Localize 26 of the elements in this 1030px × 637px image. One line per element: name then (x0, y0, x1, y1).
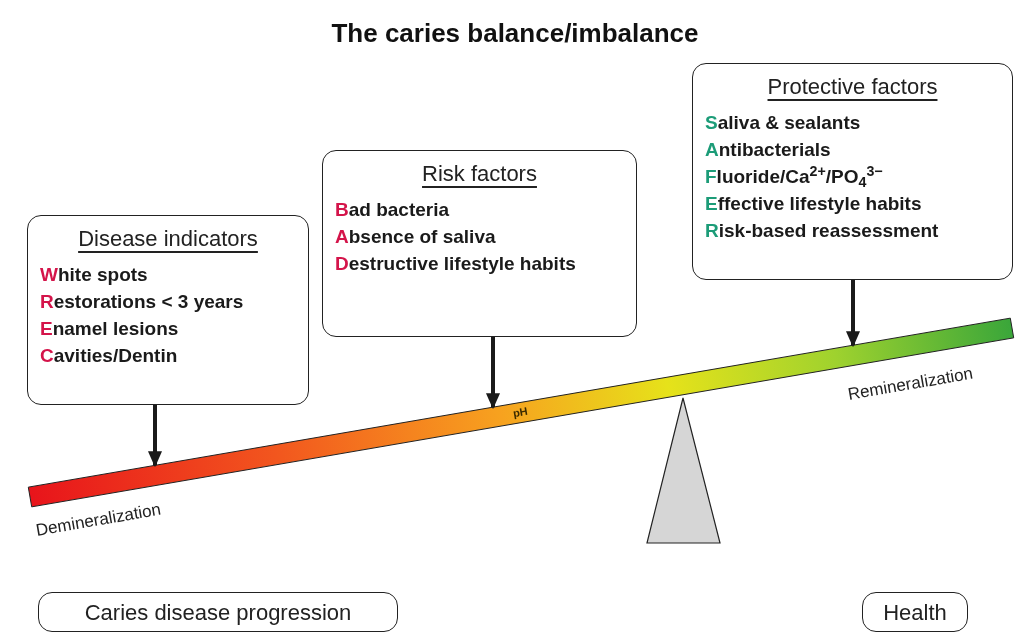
fulcrum-triangle (646, 397, 721, 544)
factor-item: Restorations < 3 years (40, 290, 245, 314)
factor-item: Enamel lesions (40, 317, 180, 341)
factor-box (322, 150, 637, 337)
outcome-label: Health (862, 592, 968, 632)
factor-box (692, 63, 1013, 280)
factor-item: White spots (40, 263, 149, 287)
beam-label: pH (512, 405, 529, 419)
title: The caries balance/imbalance (330, 17, 700, 50)
factor-item: Bad bacteria (335, 198, 451, 222)
box-heading: Protective factors (767, 74, 938, 99)
arrow (148, 405, 162, 468)
factor-item: Saliva & sealants (705, 111, 862, 135)
box-heading: Disease indicators (78, 226, 258, 251)
factor-item: Risk-based reassessment (705, 219, 940, 243)
factor-item: Cavities/Dentin (40, 344, 179, 368)
outcome-label: Caries disease progression (38, 592, 398, 632)
arrow (486, 337, 500, 410)
factor-item: Absence of saliva (335, 225, 497, 249)
box-heading: Risk factors (422, 161, 537, 186)
factor-item: Antibacterials (705, 138, 832, 162)
factor-item: Destructive lifestyle habits (335, 252, 577, 276)
balance-beam (27, 317, 1015, 508)
factor-box (27, 215, 309, 405)
arrow (846, 280, 860, 348)
factor-item: Effective lifestyle habits (705, 192, 923, 216)
